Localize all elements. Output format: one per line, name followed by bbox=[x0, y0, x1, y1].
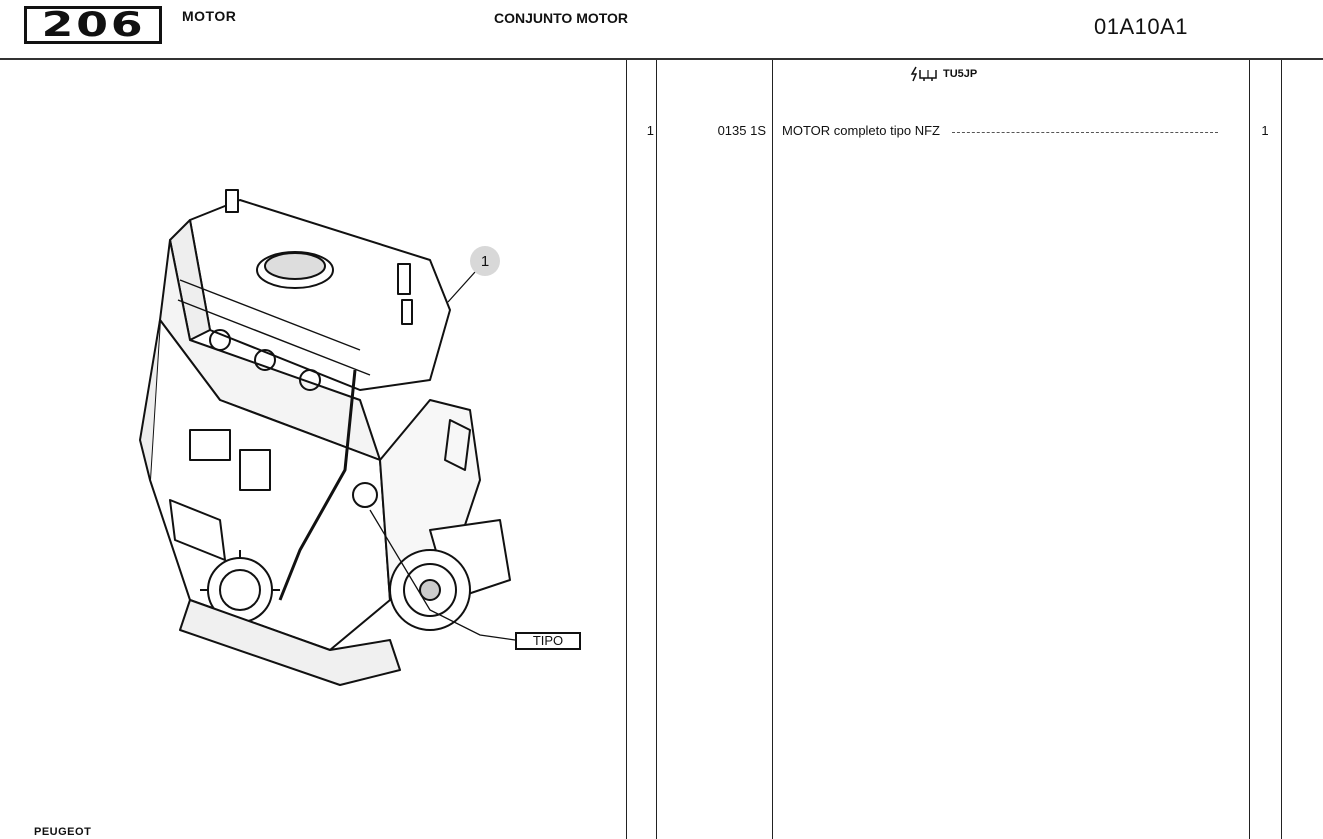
model-badge: 206 bbox=[24, 6, 162, 44]
table-row-part-number: 0135 1S bbox=[717, 123, 766, 138]
engine-illustration bbox=[139, 189, 516, 686]
engine-spark-icon bbox=[910, 66, 937, 82]
group-title: MOTOR bbox=[182, 8, 237, 24]
engine-column-header: TU5JP bbox=[910, 66, 977, 82]
callout-bubble: 1 bbox=[470, 246, 500, 276]
table-row-qty: 1 bbox=[1261, 123, 1269, 138]
sheet-code: 01A10A1 bbox=[1094, 14, 1189, 39]
table-rule-2 bbox=[656, 60, 657, 839]
callout-number: 1 bbox=[481, 253, 489, 270]
header-divider bbox=[0, 58, 1323, 60]
engine-code: TU5JP bbox=[943, 68, 978, 80]
description-text: MOTOR completo tipo NFZ bbox=[782, 123, 940, 138]
table-rule-3 bbox=[772, 60, 773, 839]
leader-dashes bbox=[951, 132, 1218, 133]
table-row-description: MOTOR completo tipo NFZ bbox=[782, 123, 1232, 138]
table-rule-1 bbox=[626, 60, 627, 839]
table-rule-4 bbox=[1249, 60, 1250, 839]
footer-brand: PEUGEOT bbox=[34, 826, 92, 838]
model-number: 206 bbox=[41, 5, 145, 45]
table-rule-5 bbox=[1281, 60, 1282, 839]
section-title: CONJUNTO MOTOR bbox=[494, 10, 629, 26]
table-row-ref: 1 bbox=[646, 123, 654, 138]
tipo-label-tag: TIPO bbox=[515, 632, 581, 650]
